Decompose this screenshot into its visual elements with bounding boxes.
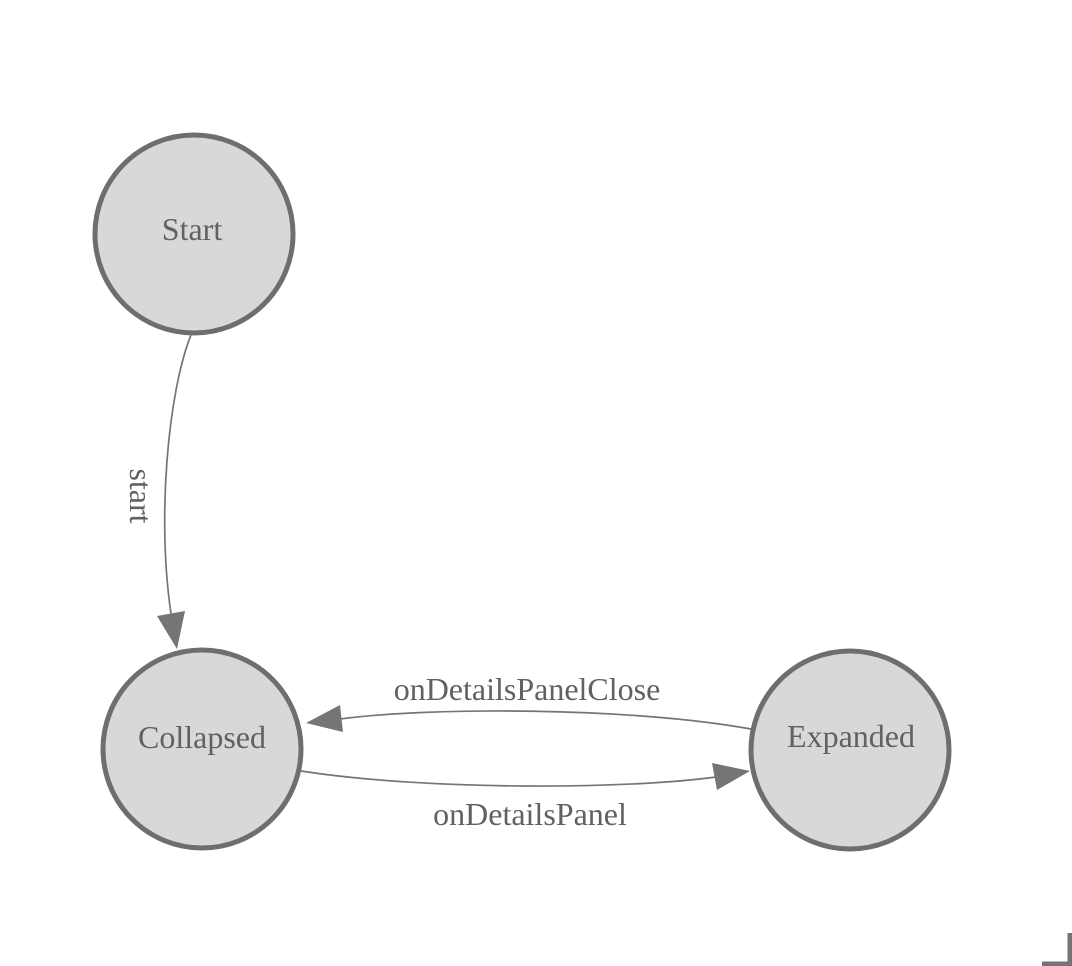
arrowhead-left-icon [306,705,343,732]
edge-on-details-panel-close[interactable]: onDetailsPanelClose [306,671,752,732]
state-node-collapsed[interactable]: Collapsed [100,647,304,851]
edge-label-on-details-panel: onDetailsPanel [433,796,627,832]
edge-on-details-panel-path[interactable] [300,770,717,787]
arrowhead-down-icon [157,611,185,649]
edge-label-start: start [123,468,159,523]
edge-start-path[interactable] [163,334,192,621]
arrowhead-right-icon [712,763,750,790]
expanded-node-label: Expanded [787,718,915,754]
start-node-label: Start [162,211,223,247]
expanded-node-circle[interactable] [748,648,952,852]
edge-on-details-panel[interactable]: onDetailsPanel [300,763,750,832]
paper-corner [1042,933,1072,966]
start-node-circle[interactable] [92,132,296,336]
state-node-start[interactable]: Start [92,132,296,336]
collapsed-node-label: Collapsed [138,719,266,755]
edge-label-on-details-panel-close: onDetailsPanelClose [394,671,661,707]
edge-start[interactable]: start [123,334,192,649]
edge-on-details-panel-close-path[interactable] [339,710,752,730]
state-node-expanded[interactable]: Expanded [748,648,952,852]
collapsed-node-circle[interactable] [100,647,304,851]
